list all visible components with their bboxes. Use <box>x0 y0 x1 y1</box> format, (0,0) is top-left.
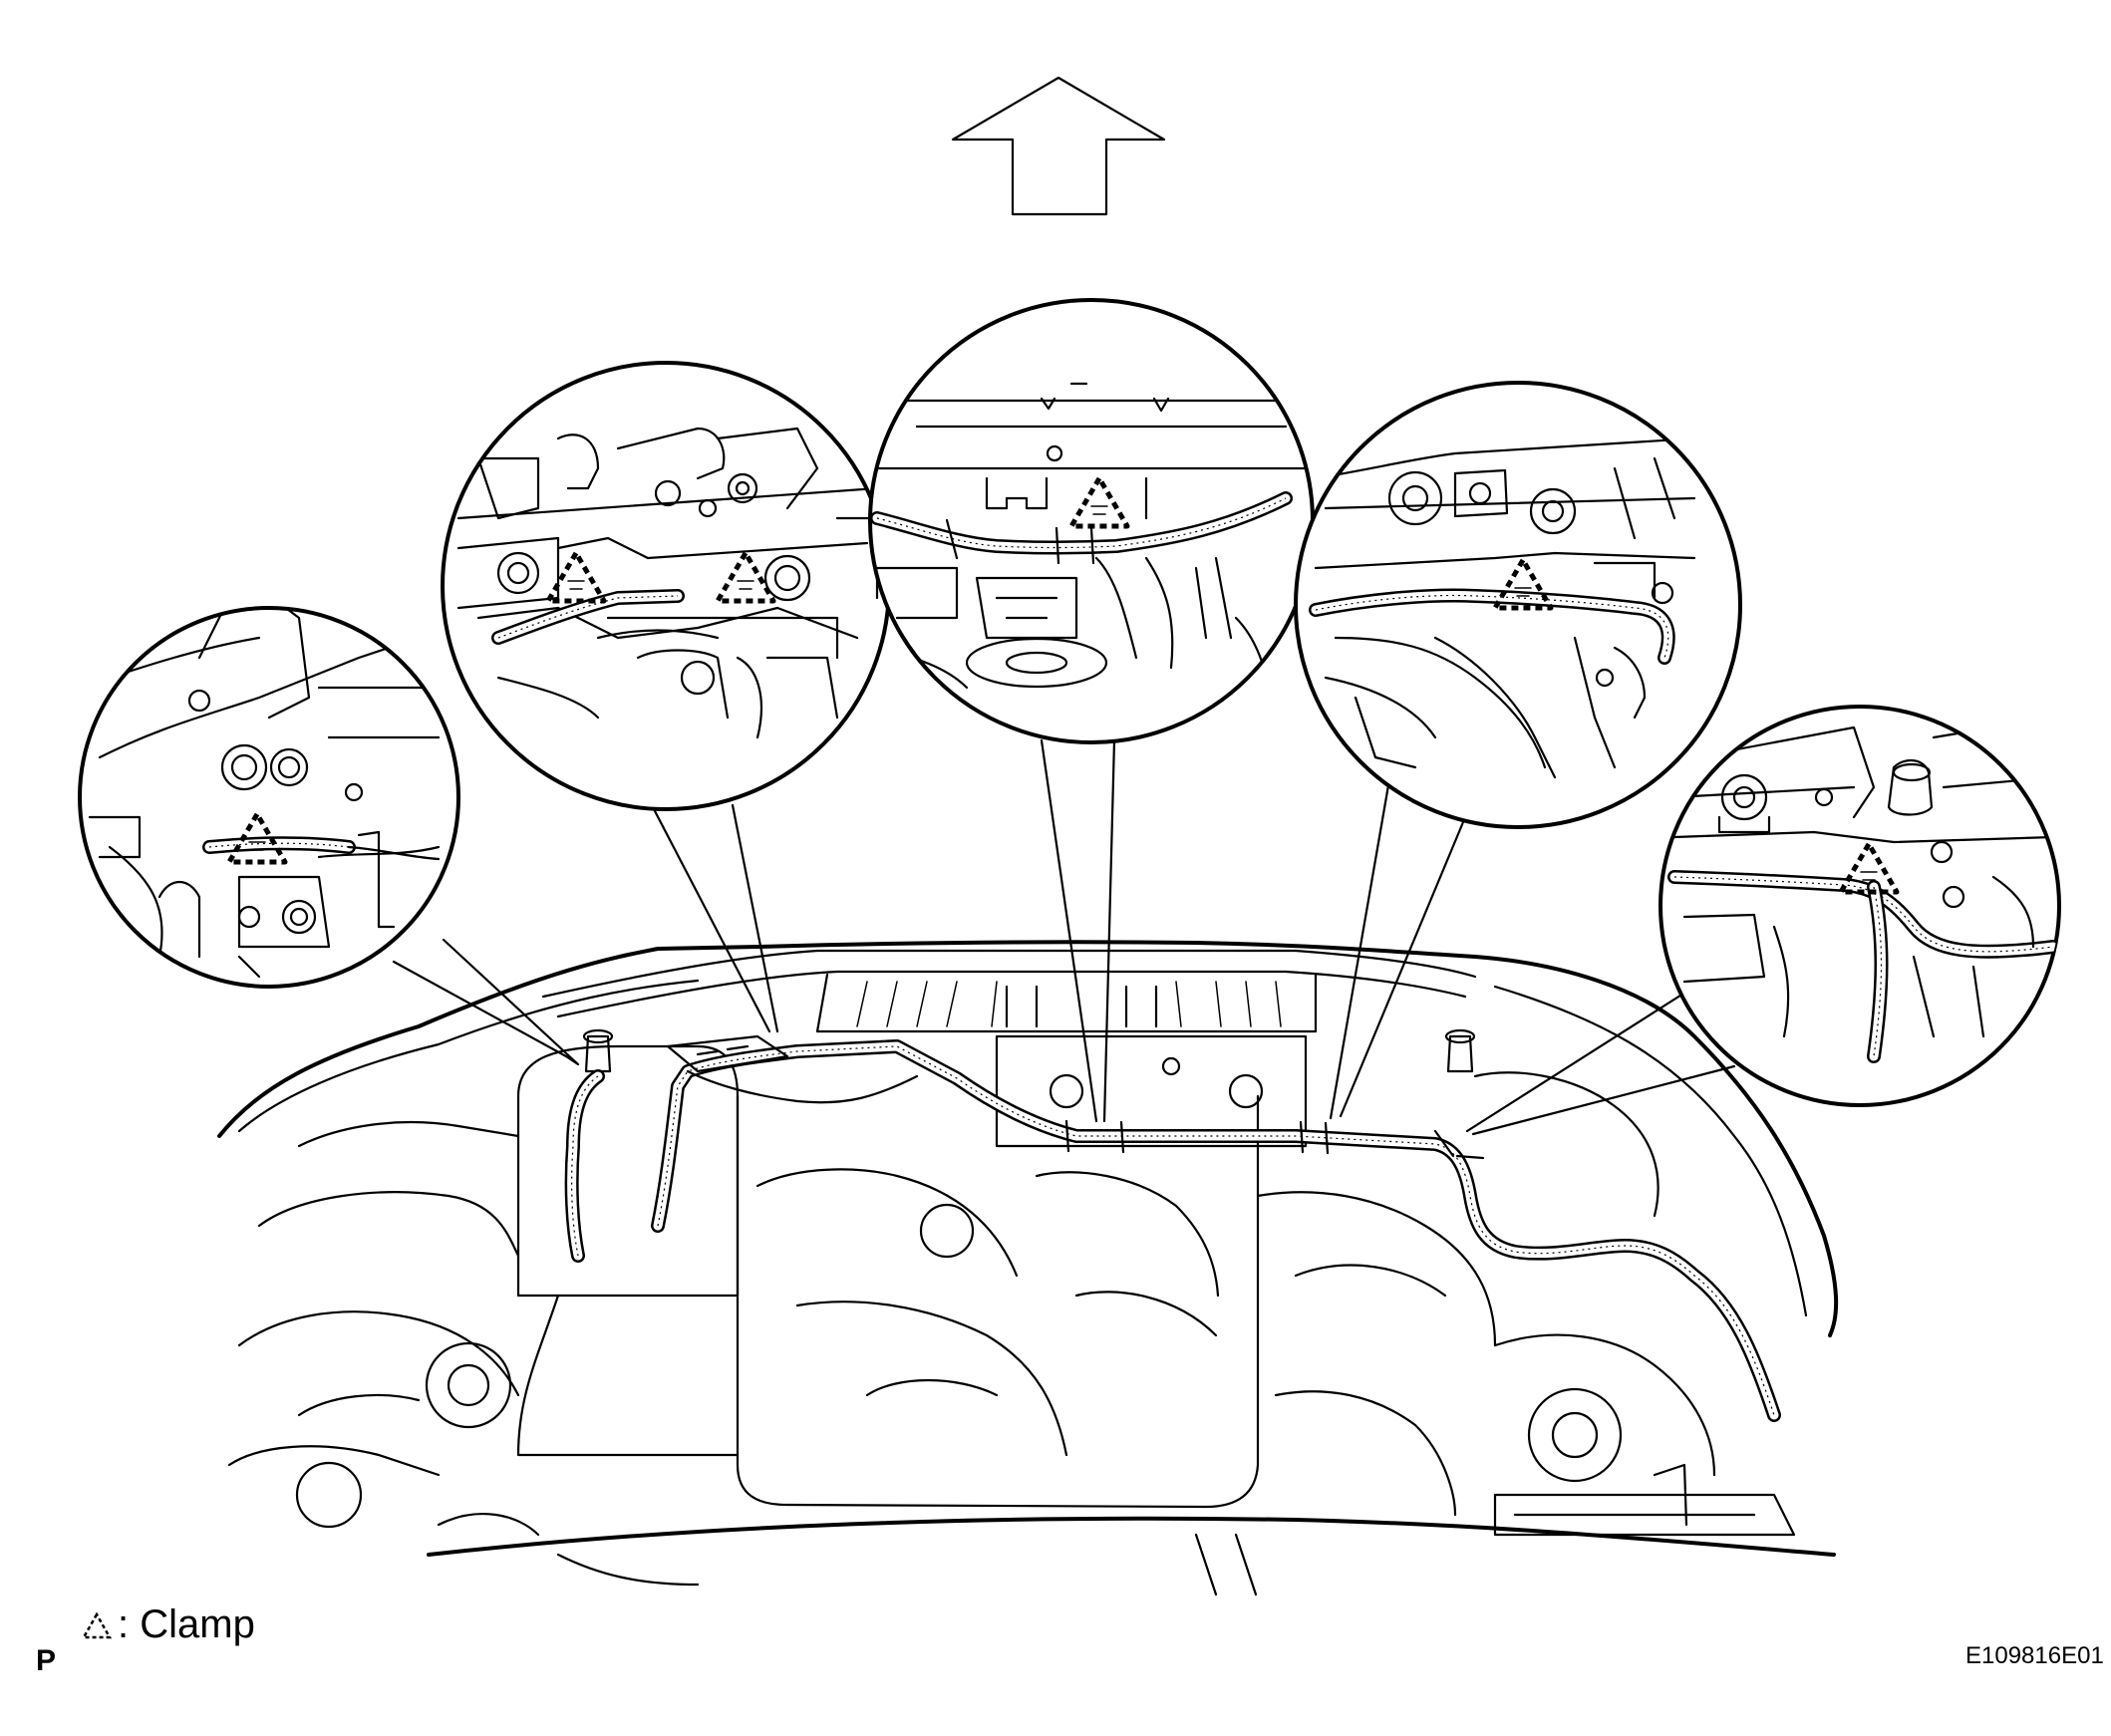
legend: : Clamp <box>80 1602 255 1647</box>
detail-view-4 <box>1294 381 1742 829</box>
detail-view-1 <box>78 606 460 989</box>
callout-leaders <box>392 738 1736 1136</box>
clamp-triangle-icon <box>81 1611 113 1639</box>
figure-code: E109816E01 <box>1965 1642 2104 1669</box>
detail-view-2 <box>441 361 891 811</box>
detail-view-3 <box>868 298 1315 744</box>
wire-harness <box>564 1034 1781 1422</box>
legend-label: : Clamp <box>118 1602 255 1646</box>
engine-bay <box>217 940 1839 1596</box>
legend-marker: P <box>36 1644 57 1677</box>
detail-view-5 <box>1659 705 2061 1107</box>
up-arrow-icon <box>951 76 1166 216</box>
